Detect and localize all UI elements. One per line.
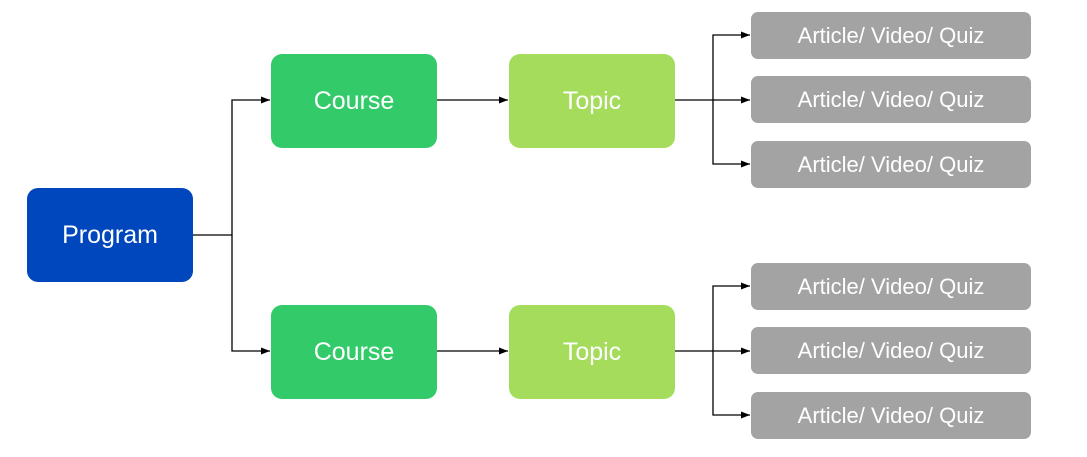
- connector-topic1-item-3: [712, 100, 750, 168]
- content-item-node: Article/ Video/ Quiz: [751, 327, 1031, 374]
- content-item-node: Article/ Video/ Quiz: [751, 263, 1031, 310]
- connector-topic1-item-1: [675, 31, 750, 101]
- content-item-node: Article/ Video/ Quiz: [751, 141, 1031, 188]
- topic-node: Topic: [509, 54, 675, 148]
- topic-node: Topic: [509, 305, 675, 399]
- connector-program-course-2: [231, 235, 270, 355]
- connector-topic2-item-1: [675, 282, 750, 352]
- content-item-node: Article/ Video/ Quiz: [751, 12, 1031, 59]
- course-node: Course: [271, 54, 437, 148]
- program-node: Program: [27, 188, 193, 282]
- content-item-node: Article/ Video/ Quiz: [751, 392, 1031, 439]
- connector-topic2-item-3: [712, 351, 750, 419]
- connector-program-course-1: [193, 96, 270, 236]
- course-node: Course: [271, 305, 437, 399]
- content-item-node: Article/ Video/ Quiz: [751, 76, 1031, 123]
